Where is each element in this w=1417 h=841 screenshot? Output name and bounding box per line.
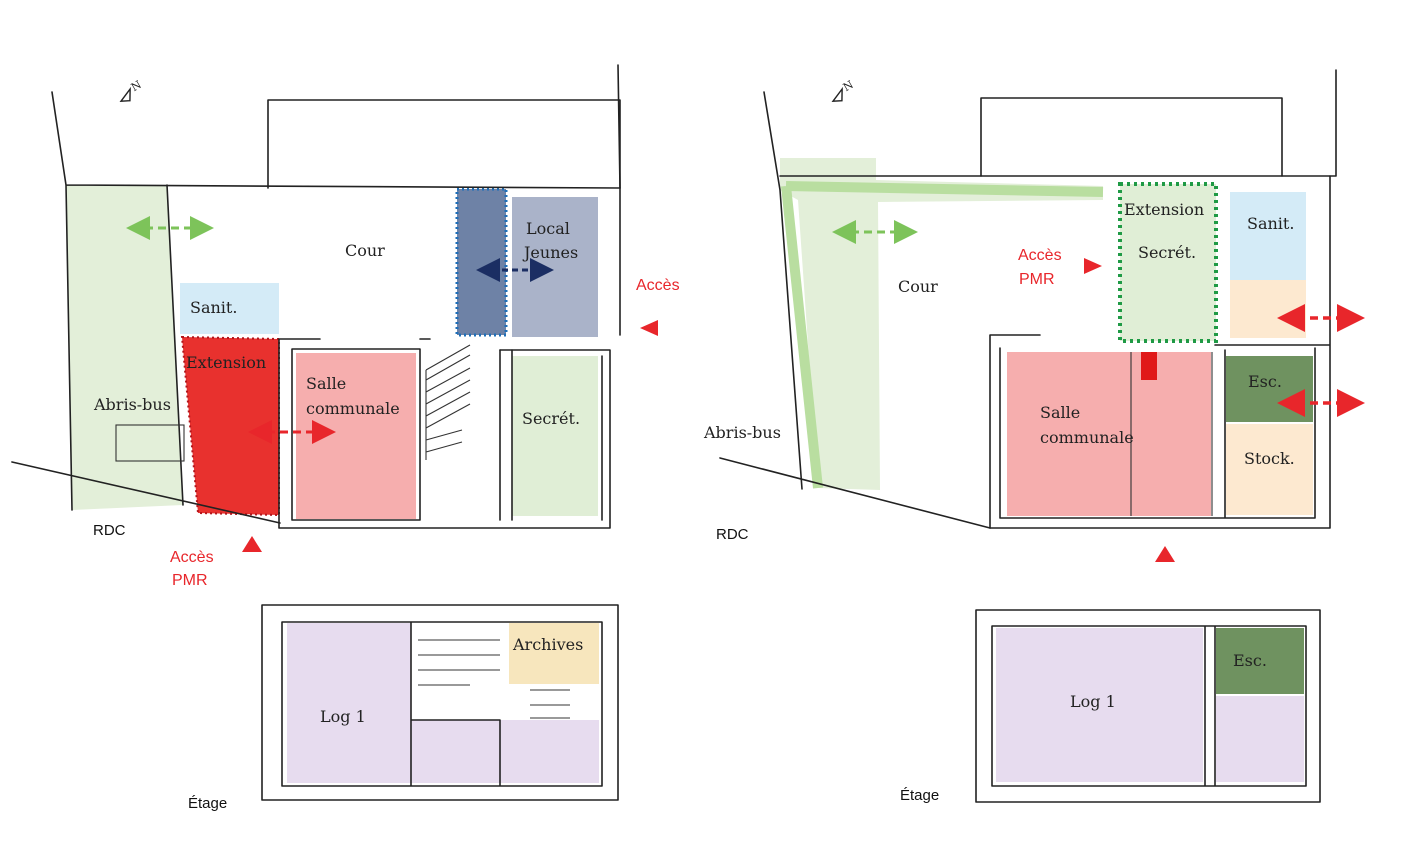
site-boundary-right	[719, 69, 1337, 529]
log-1-room	[287, 623, 411, 783]
sanit-lower-peach	[1230, 280, 1306, 338]
salle-label-right-1: Salle	[1040, 403, 1080, 422]
log-1-room-right	[996, 628, 1203, 782]
north-arrow-icon: N	[831, 78, 856, 102]
sanit-label-right: Sanit.	[1247, 214, 1294, 233]
archives-room	[509, 623, 599, 684]
access-right-label: Accès	[636, 277, 680, 294]
access-block	[1141, 352, 1157, 380]
extension-secret-room	[1118, 182, 1218, 343]
access-triangle-icon	[1084, 258, 1102, 274]
svg-text:N: N	[841, 78, 856, 94]
neighbour-building-right	[980, 97, 1283, 177]
access-pmr-label-1: Accès	[170, 549, 214, 566]
sanit-room	[180, 283, 279, 334]
local-label-1: Local	[526, 219, 570, 238]
interior-walls	[291, 348, 603, 521]
secret-room	[512, 356, 598, 516]
cour-label-right: Cour	[898, 277, 938, 296]
access-triangle-icon	[242, 536, 262, 552]
north-arrow-icon: N	[119, 78, 144, 102]
access-pmr-label-right-1: Accès	[1018, 247, 1062, 264]
abris-bus-label-right: Abris-bus	[703, 423, 781, 442]
etage-label: Étage	[188, 795, 227, 812]
archives-label: Archives	[512, 635, 583, 654]
rdc-label: RDC	[93, 522, 126, 539]
extension-label: Extension	[186, 353, 266, 372]
stock-room	[1226, 424, 1313, 515]
access-triangle-icon	[640, 320, 658, 336]
esc-label-upper: Esc.	[1233, 651, 1267, 670]
local-jeunes-extension	[455, 187, 508, 337]
log-1-side-right	[1216, 696, 1304, 782]
log-1-lower	[411, 720, 599, 783]
log-1-label: Log 1	[320, 707, 366, 726]
green-path-stroke	[781, 181, 1104, 489]
abris-bus-label: Abris-bus	[93, 395, 171, 414]
right-plan: N Cour Abris-bus Extension Secrét. Sanit…	[703, 69, 1365, 804]
access-triangle-icon	[1155, 546, 1175, 562]
salle-divider	[1130, 352, 1213, 516]
extension-label-right: Extension	[1124, 200, 1204, 219]
svg-text:N: N	[129, 78, 144, 94]
left-plan: N Cour Sanit. Extension Abris-bus Salle …	[11, 64, 680, 812]
building-outline	[278, 64, 621, 529]
esc-room-upper	[1216, 628, 1304, 694]
cour-label: Cour	[345, 241, 385, 260]
rdc-label-right: RDC	[716, 526, 749, 543]
secret-label-right: Secrét.	[1138, 243, 1196, 262]
upper-floor-outline	[261, 604, 619, 801]
secret-label: Secrét.	[522, 409, 580, 428]
bus-bench	[115, 424, 185, 462]
neighbour-building	[267, 99, 621, 189]
staircase	[425, 344, 471, 460]
local-jeunes-room	[512, 197, 598, 337]
upper-staircase	[418, 639, 570, 719]
salle-label-2: communale	[306, 399, 400, 418]
building-outline-right	[989, 175, 1331, 529]
sanit-room-right	[1230, 192, 1306, 280]
local-label-2: Jeunes	[522, 243, 578, 262]
upper-floor-outline-right	[975, 609, 1321, 803]
salle-communale-room-right	[1007, 352, 1211, 516]
stock-label-right: Stock.	[1244, 449, 1295, 468]
access-pmr-label-right-2: PMR	[1019, 271, 1055, 288]
log-1-label-right: Log 1	[1070, 692, 1116, 711]
site-boundary	[11, 91, 621, 524]
esc-label-right: Esc.	[1248, 372, 1282, 391]
sanit-label: Sanit.	[190, 298, 237, 317]
extension-room	[180, 335, 280, 517]
salle-label-right-2: communale	[1040, 428, 1134, 447]
access-pmr-label-2: PMR	[172, 572, 208, 589]
etage-label-right: Étage	[900, 787, 939, 804]
abris-bus-zone	[66, 185, 183, 510]
salle-label-1: Salle	[306, 374, 346, 393]
